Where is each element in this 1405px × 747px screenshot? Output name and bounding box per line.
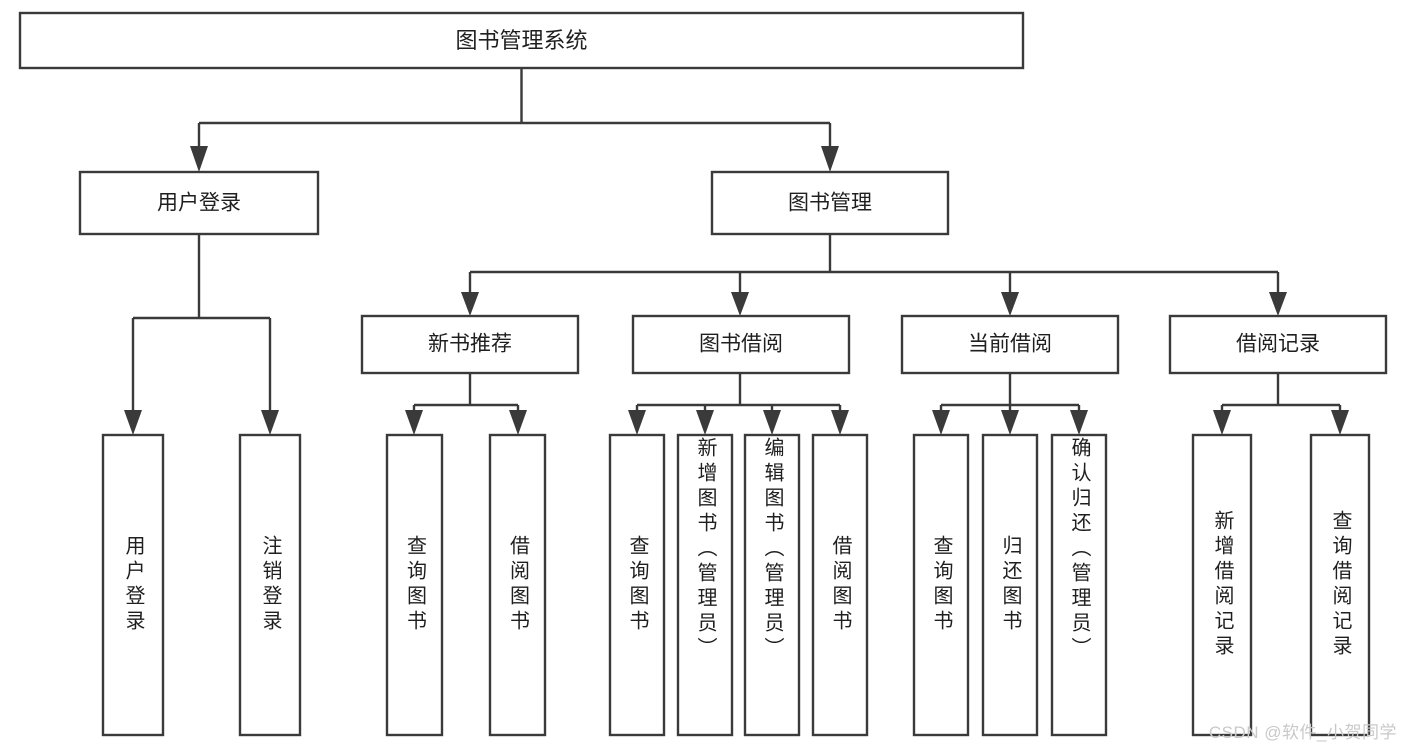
node-borrow-record-label: 借阅记录	[1236, 333, 1320, 356]
node-borrow-record[interactable]: 借阅记录	[1168, 314, 1388, 375]
node-user-login-box[interactable]	[78, 170, 320, 236]
arrow-head-icon	[821, 146, 839, 172]
node-user-login[interactable]: 用户登录	[78, 170, 320, 236]
arrow-head-icon	[1001, 292, 1019, 316]
arrow-head-icon	[696, 410, 714, 435]
node-user-login-label: 用户登录	[157, 192, 241, 215]
node-new-book-recommend-label: 新书推荐	[428, 333, 512, 356]
arrow-head-icon	[831, 410, 849, 435]
node-book-management-box[interactable]	[710, 170, 950, 236]
arrow-head-icon	[932, 410, 950, 435]
connector-root-to-level2	[197, 68, 832, 150]
node-current-borrow[interactable]: 当前借阅	[900, 314, 1120, 375]
node-new-book-recommend-box[interactable]	[360, 314, 580, 375]
node-book-management-label: 图书管理	[788, 192, 872, 215]
arrow-head-icon	[405, 410, 423, 435]
connector-group-borrow-record	[1213, 373, 1349, 435]
node-root[interactable]: 图书管理系统	[18, 11, 1025, 70]
connector-group-book-management	[461, 234, 1287, 316]
arrow-head-icon	[1269, 292, 1287, 316]
node-leaf-borrow-book-1-box[interactable]	[488, 433, 547, 737]
connector-bookmgmt-to-level3	[468, 234, 1280, 296]
connector-borrowrecord-to-leaves	[1220, 373, 1342, 412]
node-leaf-add-book-admin-box[interactable]	[676, 433, 734, 737]
arrow-head-icon	[1070, 410, 1088, 435]
arrow-head-icon	[190, 146, 208, 172]
node-leaf-edit-book-admin-box[interactable]	[743, 433, 801, 737]
arrow-head-icon	[1213, 410, 1231, 435]
node-book-borrow-label: 图书借阅	[699, 333, 783, 356]
connector-currentborrow-to-leaves	[939, 373, 1081, 412]
connector-newbook-to-leaves	[412, 373, 520, 412]
node-root-label: 图书管理系统	[455, 28, 587, 53]
node-book-borrow-box[interactable]	[631, 314, 851, 375]
watermark-text: CSDN @软件_小贺同学	[1208, 723, 1397, 742]
node-book-management[interactable]: 图书管理	[710, 170, 950, 236]
arrow-head-icon	[731, 292, 749, 316]
connector-group-new-book-recommend	[405, 373, 527, 435]
arrow-head-icon	[1001, 410, 1019, 435]
node-leaf-borrow-book-2-box[interactable]	[811, 433, 869, 737]
connector-group-user-login	[124, 234, 279, 435]
node-leaf-add-borrow-record-box[interactable]	[1191, 433, 1253, 737]
node-leaf-query-book-1-box[interactable]	[385, 433, 444, 737]
arrow-head-icon	[124, 410, 142, 435]
arrow-head-icon	[261, 410, 279, 435]
node-leaf-user-login-box[interactable]	[101, 433, 165, 737]
node-leaf-query-borrow-record-box[interactable]	[1309, 433, 1371, 737]
node-leaf-query-book-3-box[interactable]	[912, 433, 970, 737]
arrow-head-icon	[509, 410, 527, 435]
arrow-head-icon	[1331, 410, 1349, 435]
arrow-head-icon	[628, 410, 646, 435]
node-leaf-query-book-2-box[interactable]	[608, 433, 666, 737]
node-current-borrow-label: 当前借阅	[968, 333, 1052, 356]
connector-bookborrow-to-leaves	[635, 373, 842, 412]
node-leaf-logout-login-box[interactable]	[238, 433, 302, 737]
node-root-box[interactable]	[18, 11, 1025, 70]
arrow-head-icon	[763, 410, 781, 435]
node-current-borrow-box[interactable]	[900, 314, 1120, 375]
connector-group-current-borrow	[932, 373, 1088, 435]
connector-userlogin-to-leaves	[131, 234, 272, 412]
node-new-book-recommend[interactable]: 新书推荐	[360, 314, 580, 375]
connector-group-book-borrow	[628, 373, 849, 435]
node-leaf-confirm-return-admin-box[interactable]	[1050, 433, 1108, 737]
node-leaf-return-book-box[interactable]	[981, 433, 1039, 737]
node-book-borrow[interactable]: 图书借阅	[631, 314, 851, 375]
arrow-head-icon	[461, 292, 479, 316]
node-borrow-record-box[interactable]	[1168, 314, 1388, 375]
connector-group-root	[190, 68, 839, 172]
